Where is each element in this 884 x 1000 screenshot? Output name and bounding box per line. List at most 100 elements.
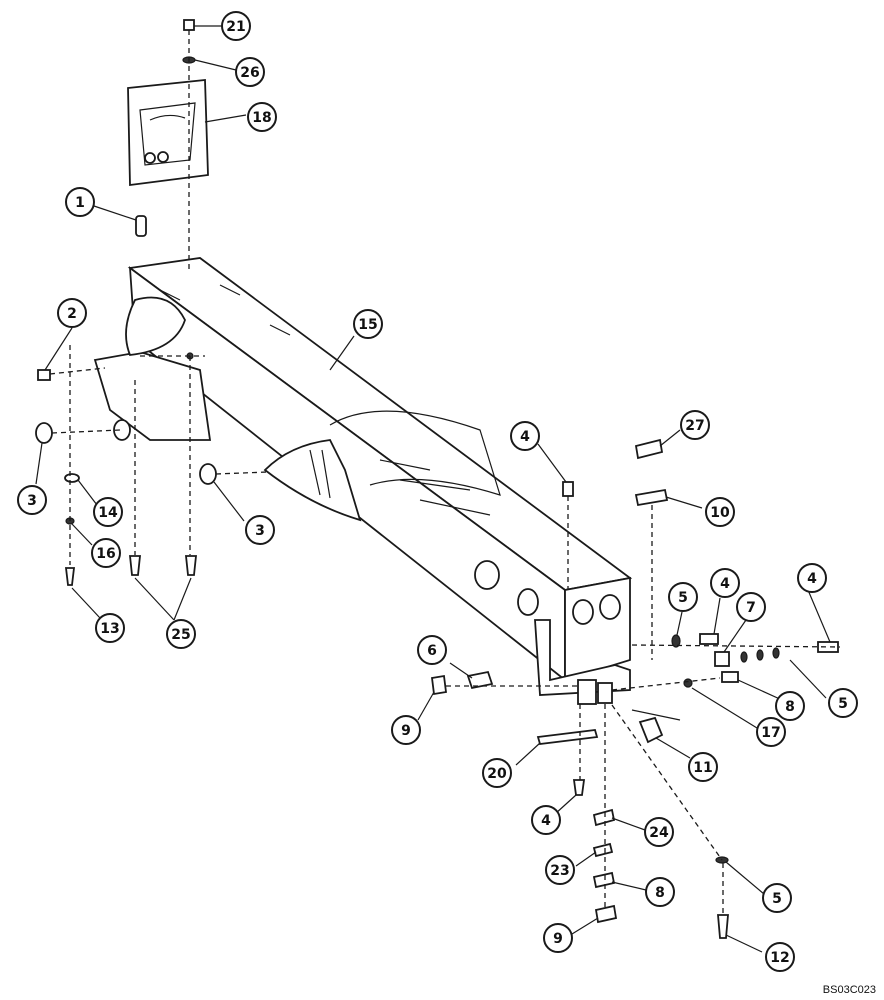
callout-circle: [221, 11, 251, 41]
callout-circle: [247, 102, 277, 132]
callout-label: 9: [553, 931, 563, 947]
callout-label: 9: [401, 723, 411, 739]
callout-circle: [644, 817, 674, 847]
callout-circle: [736, 592, 766, 622]
callout-label: 18: [252, 110, 271, 126]
boom-beam: [93, 257, 633, 705]
callout-10: 10: [705, 497, 735, 527]
callout-circle: [756, 717, 786, 747]
callout-label: 4: [520, 429, 530, 445]
callout-circle: [765, 942, 795, 972]
callout-15: 15: [353, 309, 383, 339]
assembly-lines: [49, 30, 841, 915]
callout-label: 17: [761, 725, 780, 741]
callout-label: 12: [770, 950, 789, 966]
callout-18: 18: [247, 102, 277, 132]
callout-label: 6: [427, 643, 437, 659]
callout-13: 13: [95, 613, 125, 643]
callout-label: 7: [746, 600, 756, 616]
callout-circle: [543, 923, 573, 953]
callout-12: 12: [765, 942, 795, 972]
leader-lines: [35, 25, 831, 953]
callout-26: 26: [235, 57, 265, 87]
callout-circle: [65, 187, 95, 217]
callout-label: 11: [693, 760, 712, 776]
callout-circle: [482, 758, 512, 788]
callout-9: 9: [543, 923, 573, 953]
callout-4: 4: [797, 563, 827, 593]
callout-circle: [510, 421, 540, 451]
callout-27: 27: [680, 410, 710, 440]
callout-label: 16: [96, 546, 115, 562]
callout-5: 5: [828, 688, 858, 718]
callout-circle: [57, 298, 87, 328]
callout-label: 1: [75, 195, 85, 211]
callout-label: 3: [27, 493, 37, 509]
callout-label: 13: [100, 621, 119, 637]
callout-circle: [531, 805, 561, 835]
callout-label: 14: [98, 505, 118, 521]
callout-label: 4: [807, 571, 817, 587]
callout-circle: [93, 497, 123, 527]
callout-circle: [166, 619, 196, 649]
callout-1: 1: [65, 187, 95, 217]
callout-label: 2: [67, 306, 77, 322]
callout-17: 17: [756, 717, 786, 747]
callout-circle: [91, 538, 121, 568]
callout-label: 25: [171, 627, 190, 643]
callout-3: 3: [17, 485, 47, 515]
callout-label: 5: [772, 891, 782, 907]
callout-circle: [645, 877, 675, 907]
callout-circle: [688, 752, 718, 782]
callout-label: 24: [649, 825, 669, 841]
callout-11: 11: [688, 752, 718, 782]
callout-21: 21: [221, 11, 251, 41]
callout-label: 15: [358, 317, 377, 333]
callout-2: 2: [57, 298, 87, 328]
callout-label: 3: [255, 523, 265, 539]
callout-label: 5: [678, 590, 688, 606]
callout-5: 5: [668, 582, 698, 612]
callout-6: 6: [417, 635, 447, 665]
callout-label: 20: [487, 766, 507, 782]
callout-14: 14: [93, 497, 123, 527]
callout-circle: [705, 497, 735, 527]
diagram-code: BS03C023: [822, 984, 876, 996]
callout-circle: [775, 691, 805, 721]
callout-label: 4: [541, 813, 551, 829]
callout-25: 25: [166, 619, 196, 649]
callout-label: 8: [655, 885, 665, 901]
callout-circle: [417, 635, 447, 665]
callout-circle: [545, 855, 575, 885]
callout-7: 7: [736, 592, 766, 622]
callout-label: 21: [226, 19, 245, 35]
callout-circle: [95, 613, 125, 643]
callout-4: 4: [510, 421, 540, 451]
callout-label: 4: [720, 576, 730, 592]
callout-circle: [680, 410, 710, 440]
callout-label: 10: [710, 505, 730, 521]
cover-plate: [127, 79, 209, 187]
callout-4: 4: [710, 568, 740, 598]
callout-8: 8: [645, 877, 675, 907]
callout-4: 4: [531, 805, 561, 835]
callout-23: 23: [545, 855, 575, 885]
callout-9: 9: [391, 715, 421, 745]
callout-8: 8: [775, 691, 805, 721]
callout-circle: [17, 485, 47, 515]
callout-circle: [235, 57, 265, 87]
callout-20: 20: [482, 758, 512, 788]
callout-label: 27: [685, 418, 704, 434]
callout-24: 24: [644, 817, 674, 847]
callout-circle: [828, 688, 858, 718]
callout-circle: [797, 563, 827, 593]
callout-circle: [710, 568, 740, 598]
callout-3: 3: [245, 515, 275, 545]
callout-label: 5: [838, 696, 848, 712]
callout-circle: [391, 715, 421, 745]
callout-circle: [668, 582, 698, 612]
callout-label: 8: [785, 699, 795, 715]
